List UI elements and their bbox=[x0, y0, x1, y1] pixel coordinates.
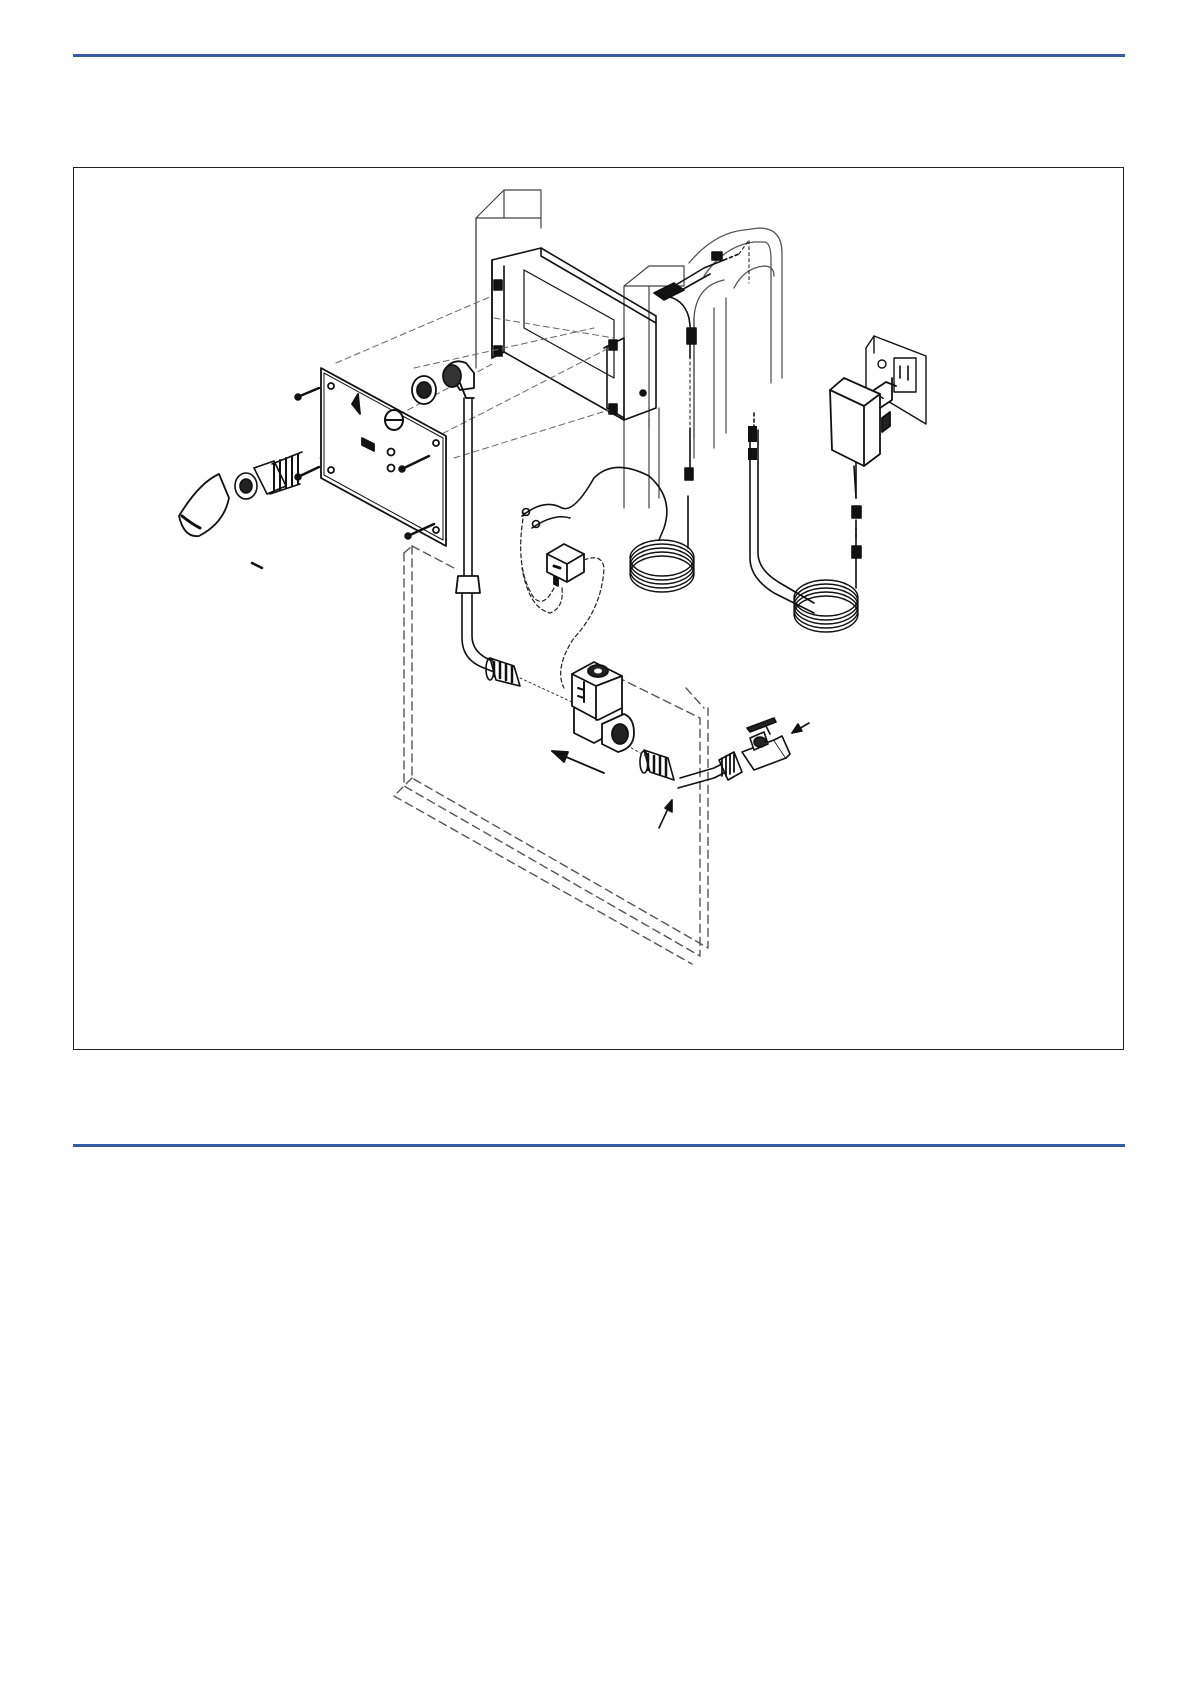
arrow-up-icon bbox=[659, 800, 672, 828]
elbow-fitting bbox=[443, 361, 474, 398]
header-rule bbox=[73, 54, 1125, 57]
arrow-left-icon bbox=[552, 751, 604, 773]
installation-diagram bbox=[74, 168, 1123, 1049]
solenoid-valve bbox=[572, 662, 634, 752]
arrow-inlet-icon bbox=[792, 723, 809, 733]
sensor-cable bbox=[522, 328, 696, 548]
section-divider-rule bbox=[73, 1144, 1125, 1147]
pipe-coupling-left bbox=[486, 658, 520, 686]
wall-stud-left bbox=[476, 190, 541, 368]
sensor-cable-coil bbox=[630, 540, 694, 592]
power-cable-coil bbox=[794, 580, 858, 632]
power-adapter bbox=[830, 378, 896, 498]
ball-valve bbox=[719, 718, 790, 780]
installation-diagram-frame bbox=[73, 167, 1124, 1050]
connector-harness bbox=[654, 240, 749, 458]
grommet bbox=[412, 376, 436, 404]
pipe-coupling-right bbox=[640, 750, 674, 780]
threaded-nipple bbox=[235, 452, 302, 499]
mounting-bracket bbox=[492, 248, 656, 420]
connector-dashed-wires bbox=[521, 513, 604, 688]
flexible-hose bbox=[456, 398, 494, 672]
solenoid-connector bbox=[547, 544, 584, 586]
spout-cone bbox=[179, 474, 229, 536]
conduit-pipes bbox=[689, 228, 782, 458]
